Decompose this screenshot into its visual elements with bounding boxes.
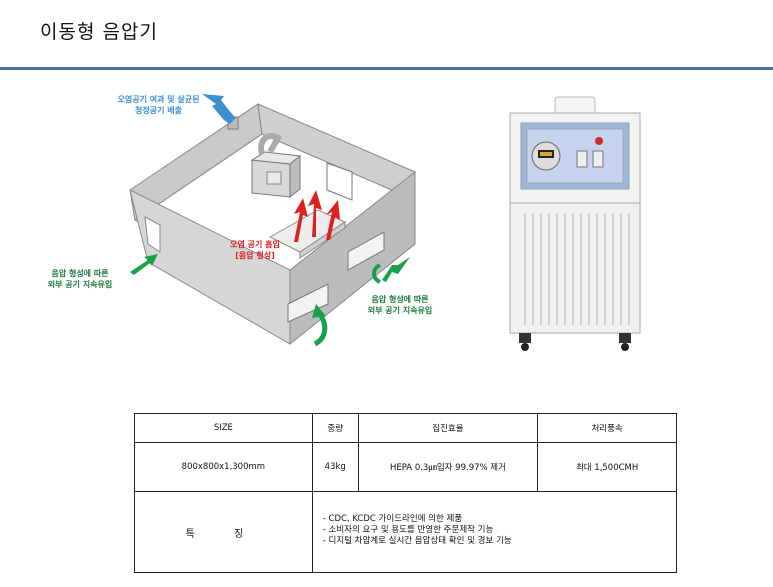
alarm-lamp-icon	[595, 137, 603, 145]
inflow-right-line1: 음압 형성에 따른	[371, 295, 429, 304]
front-window-2	[347, 231, 385, 271]
machine-illustration	[509, 96, 641, 351]
top-filter-cap	[554, 96, 596, 116]
inflow-arrows	[130, 254, 410, 347]
inflow-left-line1: 음압 형성에 따른	[51, 269, 109, 278]
back-wall-window	[326, 162, 353, 201]
exhaust-label: 오염공기 여과 및 살균된 청정공기 배출	[96, 94, 221, 116]
room-illustration	[129, 94, 416, 347]
feature-list: - CDC, KCDC 가이드라인에 의한 제품 - 소비자의 요구 및 용도를…	[311, 491, 678, 573]
header-efficiency: 집진효율	[357, 413, 539, 443]
intake-arrows	[294, 190, 340, 242]
switch-1-icon	[576, 150, 588, 168]
value-airflow: 최대 1,500CMH	[537, 442, 677, 492]
exhaust-label-line2: 청정공기 배출	[135, 106, 182, 115]
header-size: SIZE	[134, 413, 313, 443]
feature-row: 특 징 - CDC, KCDC 가이드라인에 의한 제품 - 소비자의 요구 및…	[134, 491, 678, 573]
feature-label: 특 징	[134, 491, 313, 573]
lower-cabinet	[509, 202, 641, 334]
left-wall-opening	[144, 216, 161, 253]
spec-table: SIZE 중량 집진효율 처리풍속 800x800x1,300mm 43kg H…	[134, 413, 678, 573]
feature-item: - 디지털 차압계로 실시간 음압상태 확인 및 경보 기능	[322, 536, 512, 546]
feature-item: - CDC, KCDC 가이드라인에 의한 제품	[322, 514, 463, 524]
intake-label: 오염 공기 흡입 [음압 형성]	[210, 239, 300, 261]
intake-label-line2: [음압 형성]	[235, 251, 275, 260]
inflow-left-line2: 외부 공기 지속유입	[47, 280, 113, 289]
caster-left-icon	[519, 333, 531, 343]
caster-right-icon	[619, 333, 631, 343]
feature-item: - 소비자의 요구 및 용도를 반영한 주문제작 기능	[322, 525, 494, 535]
switch-2-icon	[592, 150, 604, 168]
title-divider	[0, 67, 773, 70]
inflow-right-label: 음압 형성에 따른 외부 공기 지속유입	[350, 294, 450, 316]
hose	[258, 133, 283, 155]
header-airflow: 처리풍속	[537, 413, 677, 443]
spec-value-row: 800x800x1,300mm 43kg HEPA 0.3㎛입자 99.97% …	[134, 442, 677, 492]
value-weight: 43kg	[311, 442, 359, 492]
value-size: 800x800x1,300mm	[134, 442, 313, 492]
exhaust-arrow	[202, 94, 236, 124]
spec-header-row: SIZE 중량 집진효율 처리풍속	[134, 413, 677, 443]
negative-pressure-room-diagram: 오염공기 여과 및 살균된 청정공기 배출 오염 공기 흡입 [음압 형성] 음…	[0, 72, 480, 372]
exhaust-label-line1: 오염공기 여과 및 살균된	[117, 95, 200, 104]
vent-grille	[524, 213, 630, 325]
intake-label-line1: 오염 공기 흡입	[230, 240, 280, 249]
inflow-right-line2: 외부 공기 지속유입	[367, 306, 433, 315]
value-efficiency: HEPA 0.3㎛입자 99.97% 제거	[357, 442, 539, 492]
front-window-1	[287, 283, 329, 323]
header-weight: 중량	[311, 413, 359, 443]
inflow-left-label: 음압 형성에 따른 외부 공기 지속유입	[30, 268, 130, 290]
page-title: 이동형 음압기	[40, 21, 158, 43]
negative-pressure-machine	[505, 95, 650, 360]
